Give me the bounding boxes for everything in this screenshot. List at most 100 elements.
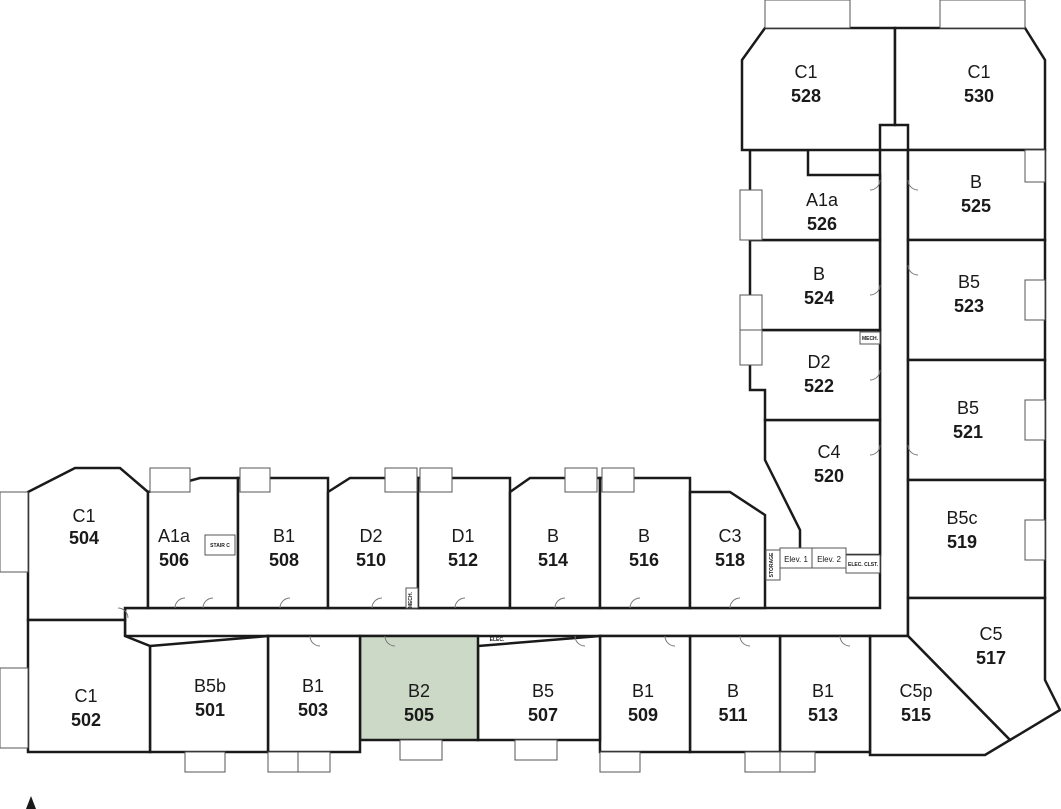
svg-text:B: B [970,172,982,192]
svg-text:516: 516 [629,550,659,570]
unit-label-516: B 516 [629,526,659,570]
unit-label-525: B 525 [961,172,991,216]
svg-text:510: 510 [356,550,386,570]
svg-text:514: 514 [538,550,568,570]
mech-room-2 [859,331,881,345]
svg-text:518: 518 [715,550,745,570]
svg-text:B5: B5 [958,272,980,292]
unit-label-510: D2 510 [356,526,386,570]
mech-label-1: MECH. [408,591,414,608]
unit-label-524: B 524 [804,264,834,308]
unit-label-530: C1 530 [964,62,994,106]
svg-text:B5: B5 [957,398,979,418]
svg-text:515: 515 [901,705,931,725]
elevator-2-label: Elev. 2 [817,555,841,564]
unit-label-519: B5c 519 [946,508,977,552]
unit-525[interactable] [906,148,1047,242]
unit-label-508: B1 508 [269,526,299,570]
window-bays [0,0,1046,773]
storage-label: STORAGE [769,552,775,577]
svg-text:C3: C3 [718,526,741,546]
svg-text:528: 528 [791,86,821,106]
svg-text:B: B [727,681,739,701]
svg-text:D1: D1 [451,526,474,546]
svg-text:513: 513 [808,705,838,725]
svg-text:B1: B1 [632,681,654,701]
svg-text:C5: C5 [979,624,1002,644]
unit-label-526: A1a 526 [806,190,839,234]
svg-text:B: B [638,526,650,546]
unit-label-522: D2 522 [804,352,834,396]
svg-text:B1: B1 [302,676,324,696]
svg-text:503: 503 [298,700,328,720]
svg-text:511: 511 [718,705,747,725]
unit-label-512: D1 512 [448,526,478,570]
svg-text:D2: D2 [359,526,382,546]
svg-text:C1: C1 [74,686,97,706]
unit-label-511: B 511 [718,681,747,725]
svg-text:C5p: C5p [899,681,932,701]
svg-text:526: 526 [807,214,837,234]
unit-label-509: B1 509 [628,681,658,725]
stair-room [204,534,236,556]
svg-text:B5b: B5b [194,676,226,696]
svg-text:517: 517 [976,648,1006,668]
elec-closet-label: ELEC. CLST. [848,562,879,568]
svg-text:C1: C1 [967,62,990,82]
svg-text:C1: C1 [794,62,817,82]
elec-label: ELEC. [490,637,505,643]
unit-label-502: C1 502 [71,686,101,730]
unit-502[interactable] [26,618,152,754]
svg-text:501: 501 [195,700,225,720]
unit-521[interactable] [906,358,1047,482]
unit-label-504: C1 504 [69,506,99,548]
svg-text:B: B [547,526,559,546]
svg-text:507: 507 [528,705,558,725]
svg-text:509: 509 [628,705,658,725]
mech-room-1 [405,587,419,609]
svg-text:519: 519 [947,532,977,552]
svg-text:B5c: B5c [946,508,977,528]
svg-text:502: 502 [71,710,101,730]
unit-label-517: C5 517 [976,624,1006,668]
unit-518[interactable] [688,490,767,610]
svg-text:521: 521 [953,422,983,442]
storage-room [765,549,781,581]
svg-text:523: 523 [954,296,984,316]
unit-label-515: C5p 515 [899,681,932,725]
unit-label-503: B1 503 [298,676,328,720]
unit-label-514: B 514 [538,526,568,570]
svg-text:530: 530 [964,86,994,106]
unit-label-505: B2 505 [404,681,434,725]
svg-text:522: 522 [804,376,834,396]
svg-text:B5: B5 [532,681,554,701]
north-arrow-icon [26,796,36,809]
svg-text:D2: D2 [807,352,830,372]
svg-text:B2: B2 [408,681,430,701]
stair-label: STAIR C [210,543,230,549]
unit-520[interactable] [763,418,882,557]
mech-label-2: MECH. [862,336,879,342]
unit-label-507: B5 507 [528,681,558,725]
svg-text:B: B [813,264,825,284]
svg-text:B1: B1 [273,526,295,546]
svg-text:C4: C4 [817,442,840,462]
svg-text:506: 506 [159,550,189,570]
svg-text:A1a: A1a [806,190,839,210]
elevator-1-label: Elev. 1 [784,555,808,564]
svg-text:B1: B1 [812,681,834,701]
unit-label-528: C1 528 [791,62,821,106]
unit-label-523: B5 523 [954,272,984,316]
door-swings [117,179,919,647]
unit-label-506: A1a 506 [158,526,191,570]
unit-label-518: C3 518 [715,526,745,570]
svg-text:520: 520 [814,466,844,486]
svg-text:504: 504 [69,528,99,548]
unit-label-501: B5b 501 [194,676,226,720]
elec-closet [845,554,881,574]
svg-text:525: 525 [961,196,991,216]
svg-text:524: 524 [804,288,834,308]
unit-524[interactable] [748,238,882,332]
svg-text:A1a: A1a [158,526,191,546]
